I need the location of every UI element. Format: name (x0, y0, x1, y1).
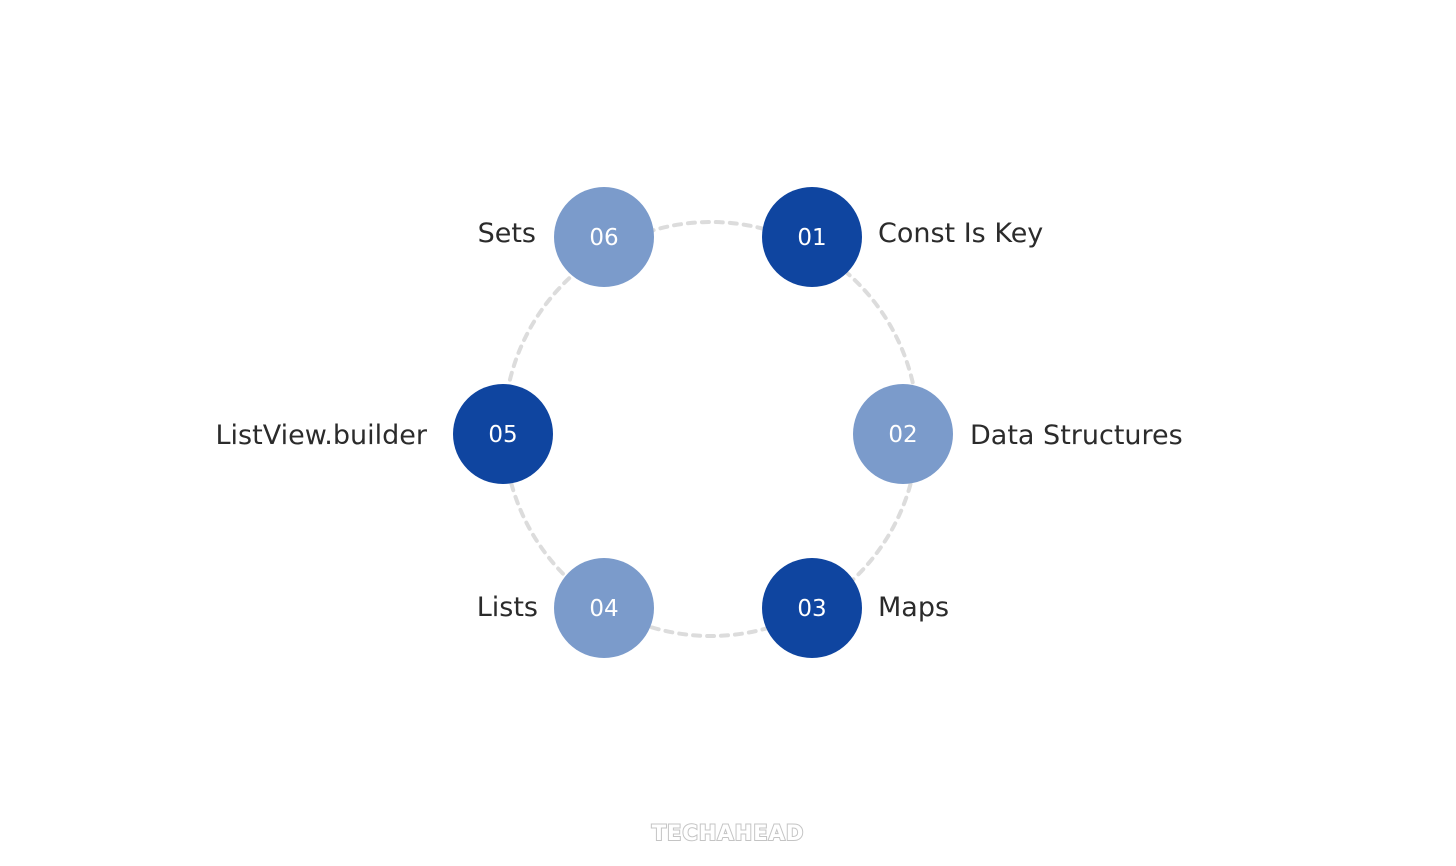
techahead-logo: TECHAHEAD (651, 820, 805, 846)
step-number-06: 06 (589, 225, 619, 251)
step-label-04: Lists (476, 592, 538, 623)
step-number-05: 05 (488, 422, 518, 448)
step-label-06: Sets (477, 218, 536, 249)
step-node-06: 06 (554, 187, 654, 287)
step-node-03: 03 (762, 558, 862, 658)
step-number-04: 04 (589, 596, 619, 622)
step-label-03: Maps (878, 592, 950, 623)
step-number-02: 02 (888, 422, 918, 448)
step-label-05: ListView.builder (215, 420, 427, 451)
step-node-05: 05 (453, 384, 553, 484)
step-node-01: 01 (762, 187, 862, 287)
step-number-03: 03 (797, 596, 827, 622)
step-number-01: 01 (797, 225, 827, 251)
step-node-02: 02 (853, 384, 953, 484)
step-label-01: Const Is Key (878, 218, 1044, 249)
step-label-02: Data Structures (970, 420, 1183, 451)
step-node-04: 04 (554, 558, 654, 658)
